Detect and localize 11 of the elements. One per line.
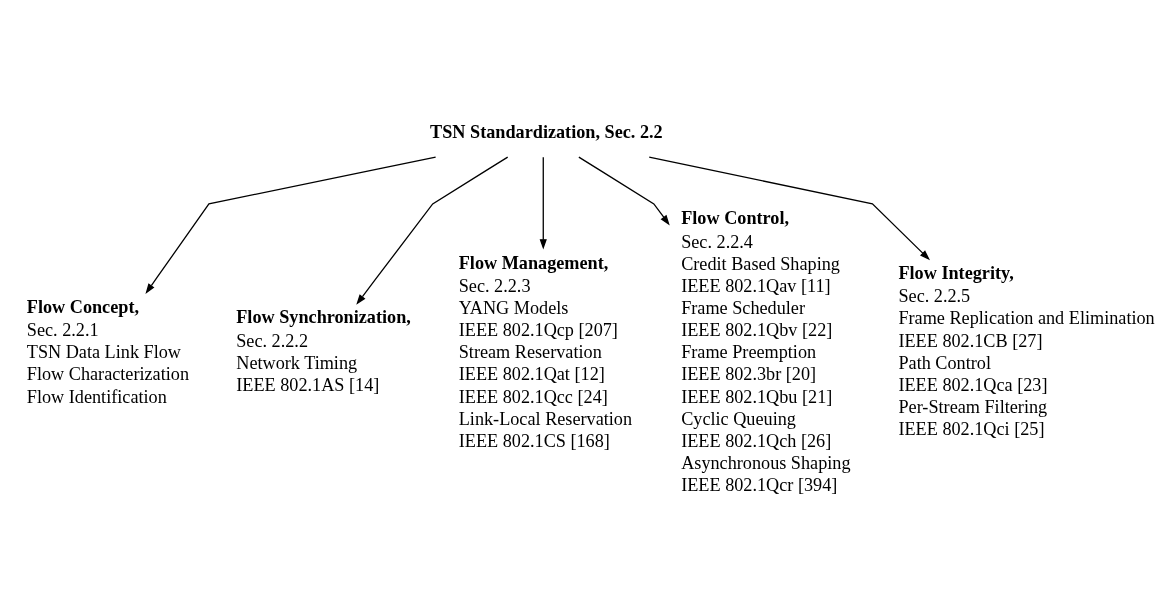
node-text: Flow Control, Sec. 2.2.4 Credit Based Shaping IEEE 802.1Qav [11] Frame Scheduler IEEE 802.1Qbv [22] Frame Preemption IEEE 802.3br [20] IEEE 802.1Qbu [21] Cyclic Queuing IEEE 802.1Qch [26] Asynchronous Shaping IEEE 802.1Qcr [394] <box>681 208 851 495</box>
arrow <box>356 156 509 305</box>
arrow <box>648 156 930 261</box>
node-text: Flow Integrity, Sec. 2.2.5 Frame Replication and Elimination IEEE 802.1CB [27] Path Control IEEE 802.1Qca [23] Per-Stream Filtering IEEE 802.1Qci [25] <box>898 262 1155 440</box>
arrow <box>145 156 437 294</box>
node-text: TSN Standardization, Sec. 2.2 <box>430 121 663 142</box>
arrow <box>539 156 547 250</box>
node-text: Flow Synchronization, Sec. 2.2.2 Network Timing IEEE 802.1AS [14] <box>236 307 411 395</box>
node-text: Flow Concept, Sec. 2.2.1 TSN Data Link Flow Flow Characterization Flow Identification <box>26 296 190 407</box>
arrow <box>578 156 670 226</box>
node-text: Flow Management, Sec. 2.2.3 YANG Models IEEE 802.1Qcp [207] Stream Reservation IEEE 802.1Qat [12] IEEE 802.1Qcc [24] Link-Local Reservation IEEE 802.1CS [168] <box>458 252 633 451</box>
